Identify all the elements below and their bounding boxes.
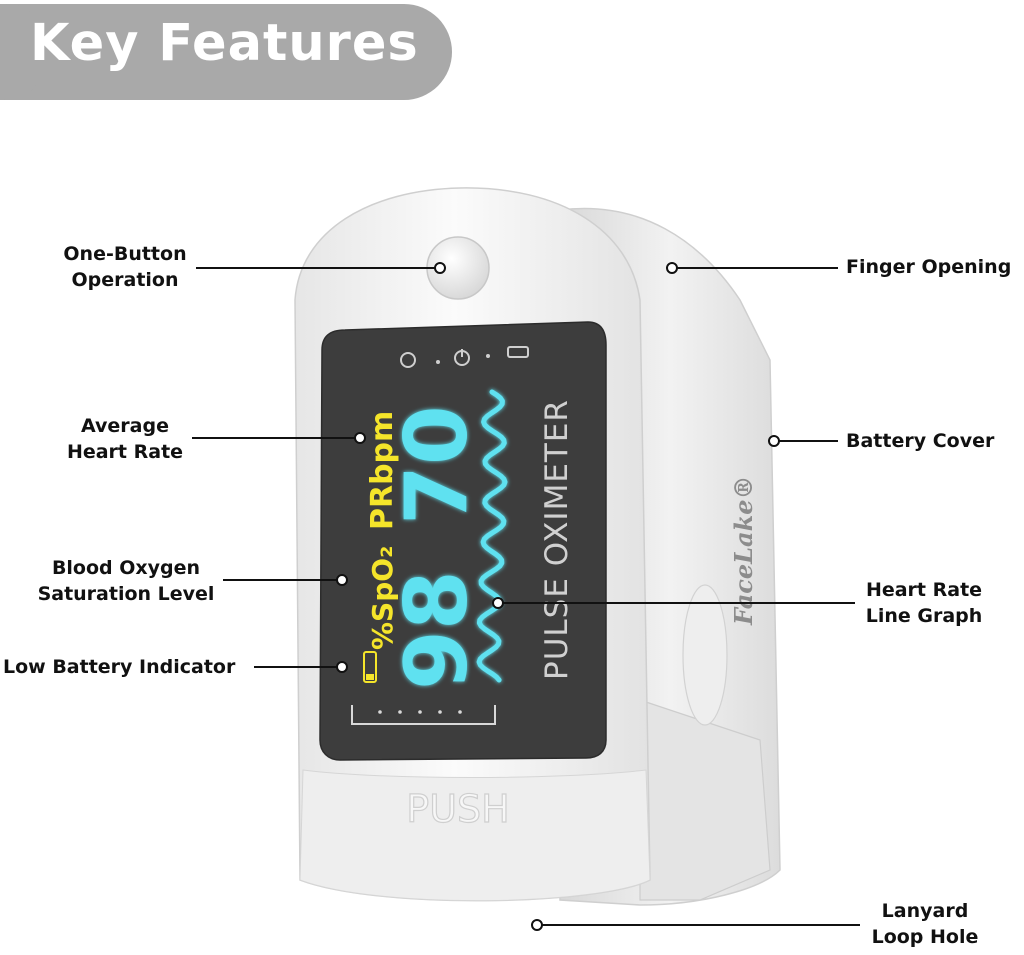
spo2-label: %SpO₂ xyxy=(366,546,399,650)
display-screen xyxy=(319,321,607,761)
label-line: One-Button xyxy=(63,243,187,265)
label-finger-opening: Finger Opening xyxy=(846,256,1012,278)
push-label: PUSH xyxy=(406,787,509,831)
callout-lines xyxy=(192,262,860,931)
page-title: Key Features xyxy=(30,14,419,73)
label-line: Line Graph xyxy=(865,605,983,627)
title-pill xyxy=(0,4,452,100)
callout-dot-blood-oxygen xyxy=(336,574,348,586)
label-line: Loop Hole xyxy=(871,926,979,948)
label-heart-rate-graph: Heart Rate Line Graph xyxy=(858,577,990,629)
callout-dot-finger-opening xyxy=(666,262,678,274)
label-avg-heart-rate: Average Heart Rate xyxy=(55,413,195,465)
screen-title: PULSE OXIMETER xyxy=(539,399,575,680)
pr-value: 70 xyxy=(387,405,487,525)
signal-icon xyxy=(507,346,529,358)
heart-rate-waveform xyxy=(476,389,508,683)
bar-indicator xyxy=(351,705,496,725)
spo2-value: 98 xyxy=(387,570,487,690)
callout-dot-battery-cover xyxy=(768,435,780,447)
label-low-battery: Low Battery Indicator xyxy=(3,656,236,678)
status-icons xyxy=(400,346,529,368)
label-line: Average xyxy=(81,415,169,437)
push-band xyxy=(299,769,651,902)
callout-dot-lanyard xyxy=(531,919,543,931)
pr-label: PRbpm xyxy=(365,411,400,530)
brand-logo: FaceLake® xyxy=(729,476,758,626)
label-line: Heart Rate xyxy=(865,579,983,601)
bar-dots xyxy=(378,710,462,714)
label-line: Lanyard xyxy=(881,900,969,922)
label-blood-oxygen: Blood Oxygen Saturation Level xyxy=(22,555,230,607)
callout-dot-low-battery xyxy=(336,661,348,673)
label-line: Blood Oxygen xyxy=(51,557,201,579)
label-lanyard: Lanyard Loop Hole xyxy=(860,898,990,950)
label-battery-cover: Battery Cover xyxy=(846,430,995,452)
label-line: Operation xyxy=(71,269,179,291)
side-pad xyxy=(682,584,728,726)
callout-dot-one-button xyxy=(434,262,446,274)
callout-dot-avg-heart-rate xyxy=(354,432,366,444)
battery-icon xyxy=(363,651,377,683)
label-line: Saturation Level xyxy=(37,583,215,605)
label-line: Heart Rate xyxy=(66,441,184,463)
callout-dot-heart-rate-graph xyxy=(492,597,504,609)
label-one-button: One-Button Operation xyxy=(55,241,195,293)
refresh-icon xyxy=(400,352,416,368)
